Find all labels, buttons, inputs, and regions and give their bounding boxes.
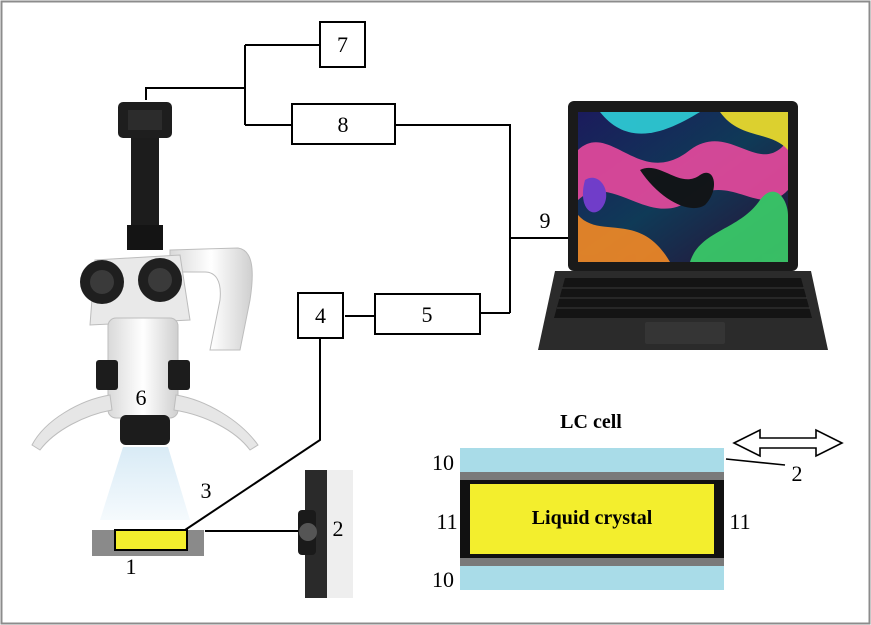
polarizer-image [298, 470, 353, 598]
connection-lines [145, 44, 570, 532]
spacer-label-11-right: 11 [729, 509, 750, 534]
polarization-double-arrow-icon [732, 428, 844, 458]
box-4-label: 4 [315, 303, 326, 328]
lc-cell-schematic: LC cell Liquid crystal 10 10 11 11 2 [432, 411, 844, 592]
box-4: 4 [297, 292, 344, 339]
liquid-crystal-layer [470, 484, 714, 554]
sample-label-1: 1 [126, 554, 137, 579]
box-8: 8 [291, 103, 396, 145]
bottom-glass-layer [460, 566, 724, 590]
microscope-image: 6 [31, 102, 259, 520]
top-glass-layer [460, 448, 724, 472]
box-7-label: 7 [337, 32, 348, 57]
sample-holder [92, 529, 204, 556]
lc-cell-title: LC cell [560, 411, 622, 433]
laptop-image [538, 101, 828, 350]
box-7: 7 [319, 21, 366, 68]
layer-label-10-top: 10 [432, 450, 454, 475]
spacer-label-11-left: 11 [436, 509, 457, 534]
label-3: 3 [201, 478, 212, 503]
box-5: 5 [374, 293, 481, 335]
polarizer-label-2: 2 [333, 516, 344, 541]
box-8-label: 8 [338, 112, 349, 137]
microscope-label-6: 6 [136, 385, 147, 410]
layer-label-10-bottom: 10 [432, 567, 454, 592]
liquid-crystal-label: Liquid crystal [532, 507, 653, 529]
label-9: 9 [540, 208, 551, 233]
box-5-label: 5 [422, 302, 433, 327]
lc-polarizer-label-2: 2 [792, 461, 803, 486]
